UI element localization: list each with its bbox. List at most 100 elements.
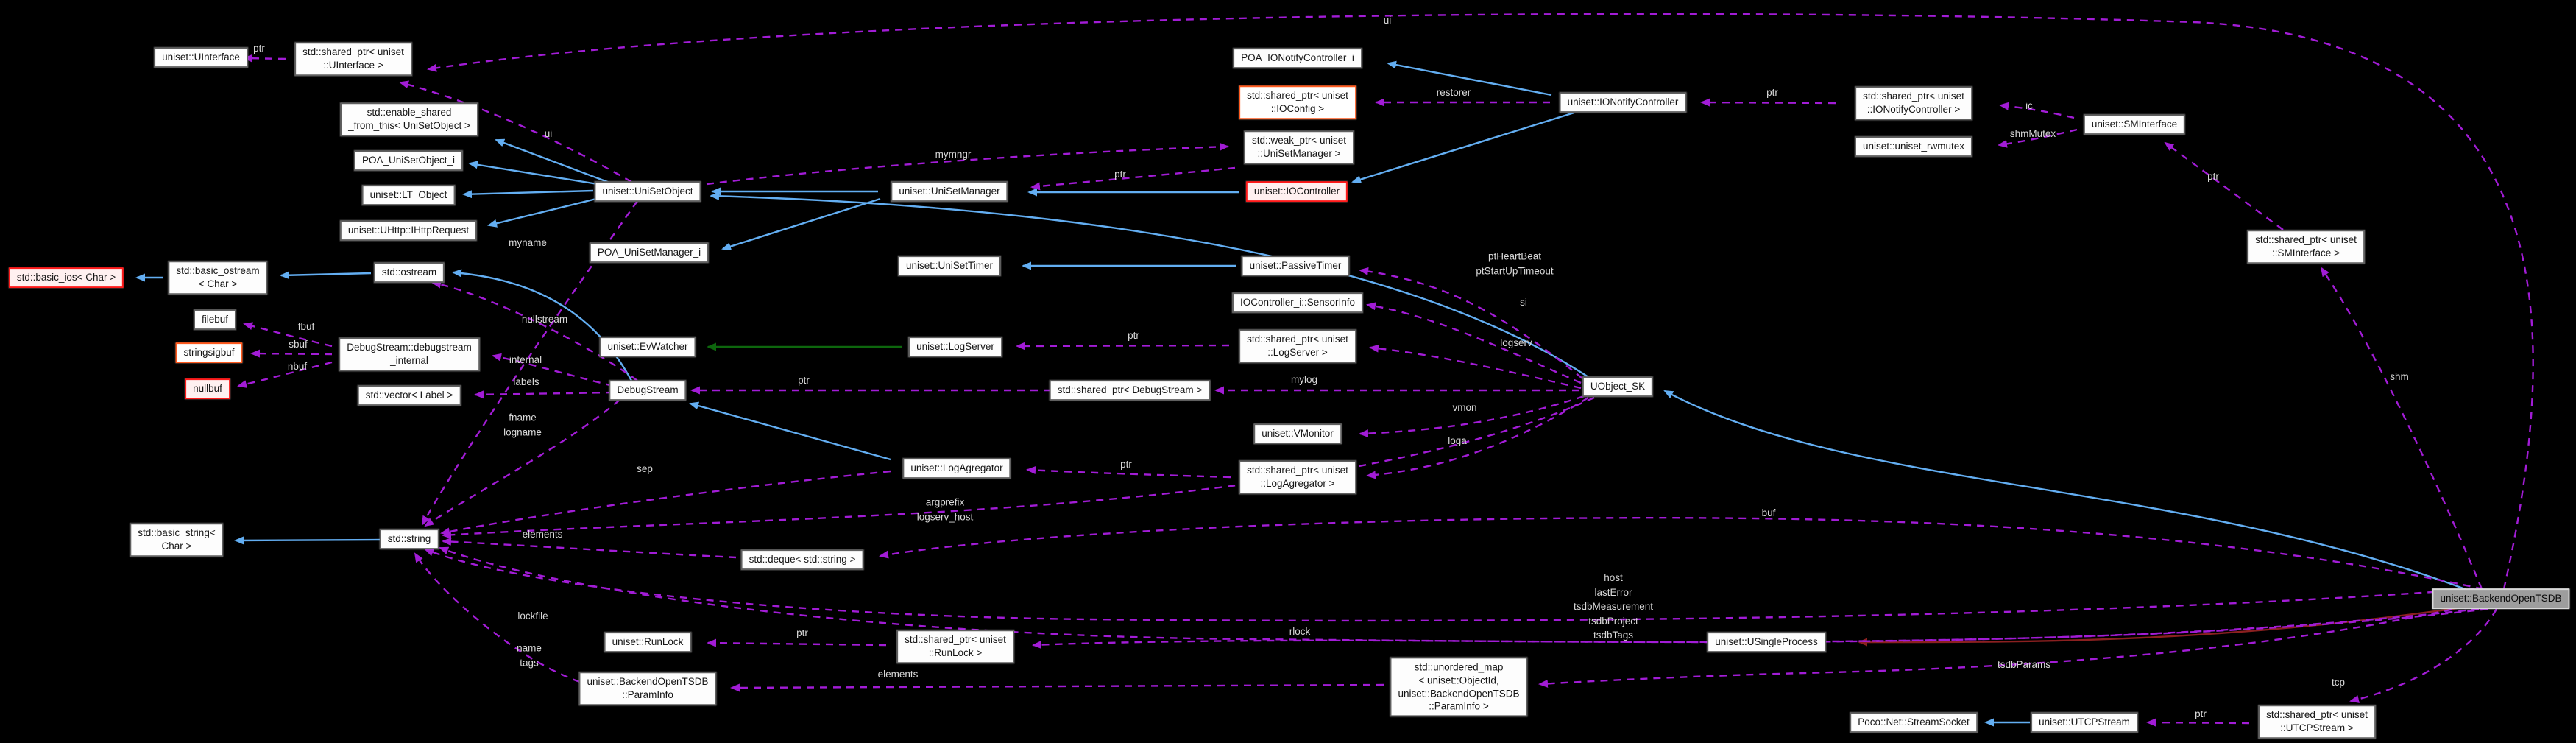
- edge-inh-uso-uhttp: [487, 197, 597, 228]
- edge-use-lockfile: [424, 548, 2475, 622]
- node-nullbuf[interactable]: nullbuf: [185, 378, 230, 399]
- node-debugstream-internal[interactable]: DebugStream::debugstream _internal: [339, 337, 480, 371]
- node-poa-unisetmanager-i[interactable]: POA_UniSetManager_i: [589, 242, 710, 263]
- node-sp-runlock[interactable]: std::shared_ptr< uniset ::RunLock >: [896, 630, 1014, 663]
- edge-use-internal: [492, 353, 614, 387]
- edge-label-use-elements-map: elements: [877, 669, 919, 680]
- edge-use-shm: [2320, 267, 2483, 590]
- edge-use-tcp: [2349, 608, 2498, 703]
- edge-use-ptr-ionc: [1700, 98, 1836, 107]
- edge-label-use-argprefix: argprefix logserv_host: [916, 496, 974, 522]
- edge-use-sbuf: [250, 349, 333, 358]
- edge-use-elements-deque: [442, 538, 737, 559]
- node-passivetimer[interactable]: uniset::PassiveTimer: [1241, 256, 1350, 276]
- node-uobject-sk[interactable]: UObject_SK: [1582, 376, 1654, 397]
- edge-label-use-rlock: rlock: [1289, 626, 1311, 638]
- node-utcpstream[interactable]: uniset::UTCPStream: [2031, 712, 2138, 733]
- node-sminterface[interactable]: uniset::SMInterface: [2083, 114, 2186, 135]
- edge-inh-ionc-ioc: [1351, 110, 1577, 183]
- node-stringsigbuf[interactable]: stringsigbuf: [175, 342, 243, 363]
- node-sp-logagregator[interactable]: std::shared_ptr< uniset ::LogAgregator >: [1239, 460, 1356, 494]
- edge-label-use-ptr-runlock: ptr: [796, 627, 808, 639]
- edge-label-use-tcp: tcp: [2331, 677, 2346, 689]
- node-sp-debugstream[interactable]: std::shared_ptr< DebugStream >: [1049, 380, 1211, 401]
- edge-label-use-myname: myname: [509, 237, 547, 249]
- node-unisettimer[interactable]: uniset::UniSetTimer: [897, 256, 1002, 276]
- edge-inh-ionc-poa: [1387, 60, 1552, 96]
- edge-use-ptr-ui: [243, 54, 286, 63]
- node-poa-ionotifycontroller-i[interactable]: POA_IONotifyController_i: [1233, 48, 1362, 68]
- node-sp-uinterface[interactable]: std::shared_ptr< uniset ::UInterface >: [294, 42, 412, 76]
- edge-label-use-internal: internal: [509, 354, 542, 366]
- edge-inh-uso-enable: [495, 138, 610, 184]
- edge-inh-dbg-ostream: [452, 269, 633, 381]
- edge-use-mymngr: [706, 142, 1229, 186]
- edge-use-ptheartbeat: [1359, 267, 1583, 379]
- node-iocontroller[interactable]: uniset::IOController: [1245, 181, 1348, 202]
- node-sp-sminterface[interactable]: std::shared_ptr< uniset ::SMInterface >: [2247, 230, 2365, 264]
- node-weak-ptr-manager[interactable]: std::weak_ptr< uniset ::UniSetManager >: [1244, 130, 1354, 164]
- edge-label-use-ptr-dbg: ptr: [798, 375, 810, 387]
- edge-use-tsdbparams: [1538, 602, 2478, 688]
- edge-label-use-host: host lastError tsdbMeasurement tsdbProje…: [1573, 572, 1654, 641]
- node-debugstream[interactable]: DebugStream: [609, 380, 687, 401]
- node-backendopentsdb[interactable]: uniset::BackendOpenTSDB: [2432, 588, 2570, 609]
- node-unisetobject[interactable]: uniset::UniSetObject: [594, 181, 701, 202]
- edge-label-use-logserv: logserv: [1500, 337, 1532, 349]
- edge-use-ptr-runlock: [707, 638, 887, 647]
- node-logserver[interactable]: uniset::LogServer: [908, 337, 1002, 357]
- node-uinterface[interactable]: uniset::UInterface: [154, 47, 248, 68]
- edge-label-use-loga: loga: [1448, 435, 1467, 447]
- node-filebuf[interactable]: filebuf: [193, 309, 237, 330]
- edge-label-use-buf: buf: [1761, 507, 1776, 519]
- edge-use-labels: [474, 390, 614, 399]
- node-ostream[interactable]: std::ostream: [373, 262, 445, 283]
- node-runlock[interactable]: uniset::RunLock: [604, 632, 692, 652]
- node-sp-ionotifycontroller[interactable]: std::shared_ptr< uniset ::IONotifyContro…: [1855, 86, 1972, 120]
- node-usingleprocess[interactable]: uniset::USingleProcess: [1707, 632, 1826, 652]
- edge-use-ui-top: [427, 13, 2534, 590]
- node-sp-ioconfig[interactable]: std::shared_ptr< uniset ::IOConfig >: [1239, 85, 1356, 119]
- node-uniset-rwmutex[interactable]: uniset::uniset_rwmutex: [1854, 136, 1973, 157]
- node-ionotifycontroller[interactable]: uniset::IONotifyController: [1559, 92, 1687, 113]
- node-streamsocket[interactable]: Poco::Net::StreamSocket: [1850, 712, 1978, 733]
- node-paraminfo[interactable]: uniset::BackendOpenTSDB ::ParamInfo: [578, 672, 717, 705]
- node-sensorinfo[interactable]: IOController_i::SensorInfo: [1231, 292, 1364, 313]
- node-unisetmanager[interactable]: uniset::UniSetManager: [891, 181, 1008, 202]
- edge-label-use-ptr-smi: ptr: [2207, 171, 2219, 183]
- node-vmonitor[interactable]: uniset::VMonitor: [1253, 423, 1342, 444]
- edge-label-use-si: si: [1520, 297, 1527, 309]
- node-basic-string[interactable]: std::basic_string< Char >: [130, 523, 224, 557]
- edge-use-name-tags: [414, 552, 581, 683]
- edge-inh-usk-uso: [710, 191, 1589, 378]
- node-unordered-map[interactable]: std::unordered_map < uniset::ObjectId, u…: [1390, 657, 1528, 717]
- node-sp-utcpstream[interactable]: std::shared_ptr< uniset ::UTCPStream >: [2258, 705, 2376, 739]
- edge-use-elements-map: [730, 683, 1384, 692]
- edge-use-vmon: [1359, 395, 1585, 438]
- edge-label-use-mylog: mylog: [1290, 374, 1318, 386]
- edge-use-ui-local: [399, 80, 632, 183]
- edge-label-use-lockfile: lockfile: [517, 610, 548, 622]
- node-sp-logserver[interactable]: std::shared_ptr< uniset ::LogServer >: [1239, 329, 1356, 363]
- edge-inh-mgr-poamgr: [721, 197, 881, 250]
- edge-label-use-shm: shm: [2390, 371, 2409, 383]
- edge-label-use-ptr-utcp: ptr: [2195, 708, 2207, 720]
- node-std-string[interactable]: std::string: [379, 529, 439, 549]
- node-uhttp-ihttprequest[interactable]: uniset::UHttp::IHttpRequest: [339, 220, 478, 241]
- edge-inh-uso-poa: [468, 161, 598, 186]
- node-logagregator[interactable]: uniset::LogAgregator: [902, 458, 1011, 479]
- node-vector-label[interactable]: std::vector< Label >: [357, 385, 461, 406]
- node-evwatcher[interactable]: uniset::EvWatcher: [599, 337, 696, 357]
- edge-use-sep: [440, 470, 891, 536]
- edge-label-use-ptr-loga: ptr: [1120, 459, 1132, 471]
- edge-label-use-vmon: vmon: [1452, 402, 1477, 414]
- node-basic-ostream[interactable]: std::basic_ostream < Char >: [168, 261, 268, 295]
- node-deque-string[interactable]: std::deque< std::string >: [740, 549, 864, 570]
- node-basic-ios[interactable]: std::basic_ios< Char >: [8, 267, 124, 288]
- node-poa-unisetobject-i[interactable]: POA_UniSetObject_i: [353, 150, 464, 171]
- node-lt-object[interactable]: uniset::LT_Object: [361, 185, 456, 205]
- edge-inh-ostream-bostream: [280, 271, 372, 280]
- node-enable-shared[interactable]: std::enable_shared _from_this< UniSetObj…: [340, 102, 478, 136]
- edge-label-use-nbuf: nbuf: [287, 361, 308, 373]
